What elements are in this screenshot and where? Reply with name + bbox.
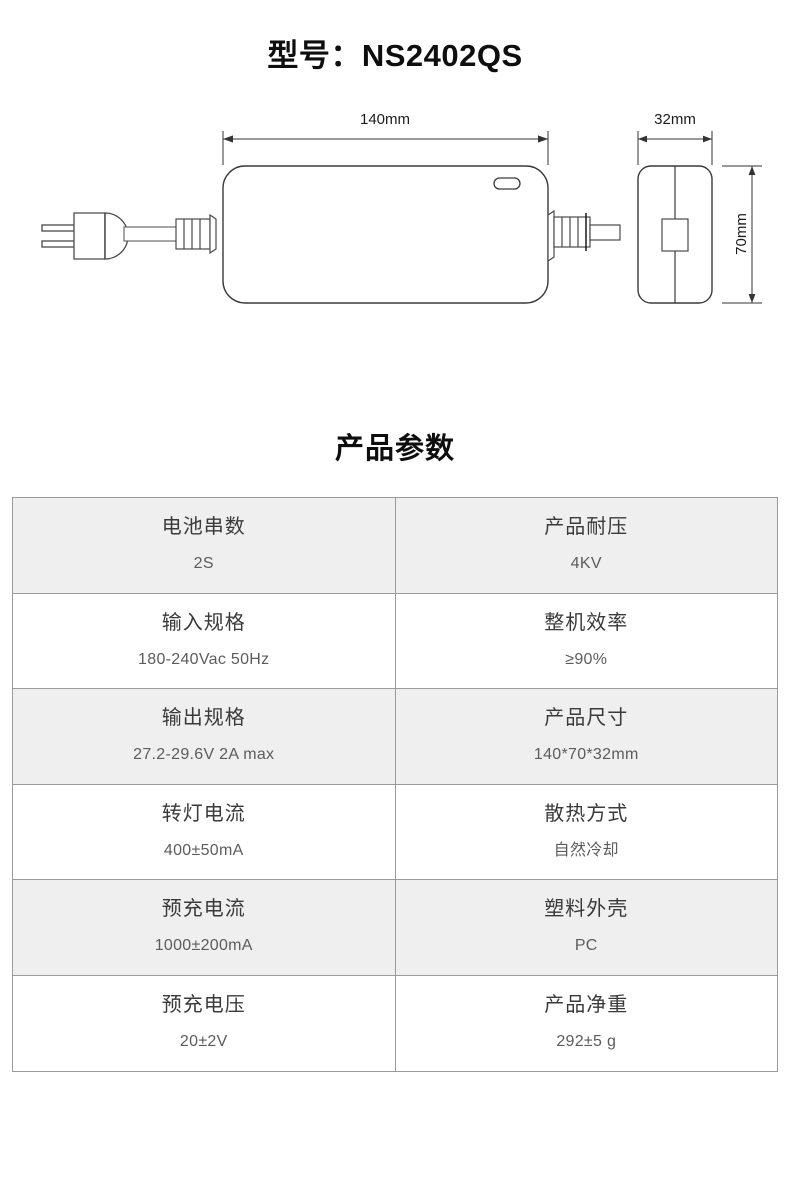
spec-cell-right: 塑料外壳 PC [394,879,778,976]
strain-relief-input [175,213,217,255]
side-view-body [637,165,713,304]
spec-value: 400±50mA [163,841,244,859]
table-row: 预充电压 20±2V 产品净重 292±5 g [12,974,778,1072]
dimension-label-height: 70mm [733,213,750,255]
spec-name: 电池串数 [161,516,246,538]
spec-name: 预充电流 [161,898,246,921]
spec-cell-left: 预充电压 20±2V [12,974,396,1072]
dimension-70mm: 70mm [722,165,762,304]
page-title: 型号：NS2402QS [267,38,523,73]
spec-cell-left: 输入规格 180-240Vac 50Hz [12,592,396,690]
table-row: 转灯电流 400±50mA 散热方式 自然冷却 [12,783,778,881]
spec-name: 产品尺寸 [544,707,629,730]
spec-value: 27.2-29.6V 2A max [133,746,275,764]
spec-value: 180-240Vac 50Hz [138,650,270,668]
dimension-drawing-svg: 140mm [41,111,762,304]
spec-name: 整机效率 [544,611,629,634]
spec-name: 产品耐压 [544,516,629,538]
product-dimension-diagram: 140mm [0,103,790,403]
spec-name: 散热方式 [544,802,629,825]
spec-cell-right: 散热方式 自然冷却 [394,783,778,881]
spec-cell-right: 产品耐压 4KV [394,497,778,594]
spec-value: 140*70*32mm [533,746,639,764]
dimension-label-width: 32mm [654,111,696,128]
ac-cable [123,226,179,242]
spec-name: 塑料外壳 [544,898,629,921]
spec-cell-right: 整机效率 ≥90% [394,592,778,690]
spec-cell-right: 产品净重 292±5 g [394,974,778,1072]
specifications-table: 电池串数 2S 产品耐压 4KV 输入规格 180-240Vac 50Hz 整机… [12,497,778,1072]
spec-value: 20±2V [179,1032,228,1050]
table-row: 预充电流 1000±200mA 塑料外壳 PC [12,879,778,976]
spec-value: PC [574,937,598,955]
section-heading-specifications: 产品参数 [334,433,455,465]
spec-name: 产品净重 [544,993,629,1016]
ac-plug [41,212,129,260]
spec-table-container: 电池串数 2S 产品耐压 4KV 输入规格 180-240Vac 50Hz 整机… [12,497,778,1072]
spec-value: 1000±200mA [154,937,253,955]
spec-value: 4KV [570,555,602,572]
spec-table-body: 电池串数 2S 产品耐压 4KV 输入规格 180-240Vac 50Hz 整机… [12,497,778,1072]
spec-cell-left: 预充电流 1000±200mA [12,879,396,976]
spec-value: 2S [193,555,214,572]
dimension-140mm: 140mm [222,111,549,165]
spec-name: 输入规格 [161,611,246,634]
dimension-32mm: 32mm [637,111,713,165]
spec-cell-left: 转灯电流 400±50mA [12,783,396,881]
side-view-dc-jack [661,218,689,252]
spec-cell-right: 产品尺寸 140*70*32mm [394,688,778,785]
table-row: 输入规格 180-240Vac 50Hz 整机效率 ≥90% [12,592,778,690]
table-row: 电池串数 2S 产品耐压 4KV [12,497,778,594]
spec-cell-left: 输出规格 27.2-29.6V 2A max [12,688,396,785]
spec-value: 自然冷却 [553,841,619,859]
spec-cell-left: 电池串数 2S [12,497,396,594]
led-indicator [493,177,521,190]
dimension-label-length: 140mm [360,111,410,128]
dc-output-connector [547,209,621,263]
spec-value: 292±5 g [556,1032,617,1050]
table-row: 输出规格 27.2-29.6V 2A max 产品尺寸 140*70*32mm [12,688,778,785]
spec-value: ≥90% [565,650,608,668]
spec-name: 转灯电流 [161,802,246,825]
spec-name: 输出规格 [161,707,246,730]
spec-name: 预充电压 [161,993,246,1016]
